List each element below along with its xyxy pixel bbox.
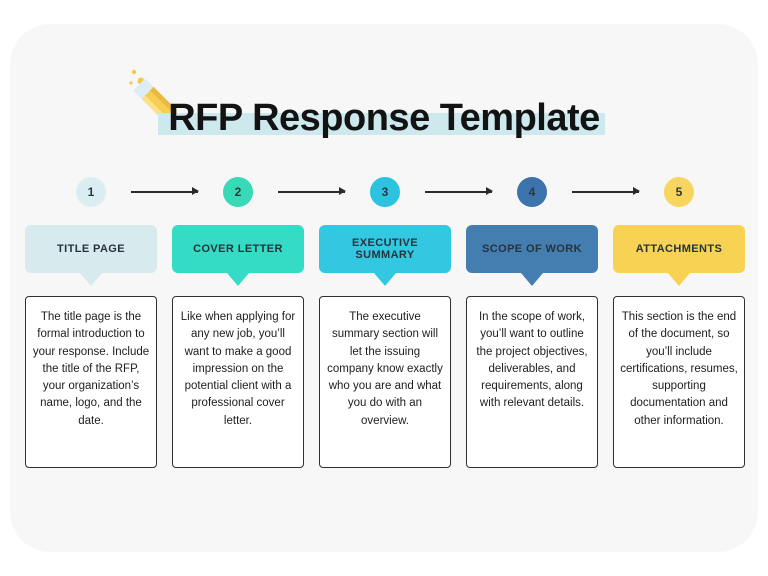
page-title: RFP Response Template — [158, 97, 605, 139]
step-description: The title page is the formal introductio… — [32, 311, 150, 427]
step-tab-label: COVER LETTER — [193, 243, 283, 255]
step-column-4: 4 SCOPE OF WORK In the scope of work, yo… — [466, 177, 598, 468]
step-tab: COVER LETTER — [172, 225, 304, 273]
step-tab: ATTACHMENTS — [613, 225, 745, 273]
sparkle-dot — [131, 69, 137, 75]
step-number-badge: 3 — [370, 177, 400, 207]
title-text: RFP Response Template — [168, 97, 600, 139]
step-tab-label: SCOPE OF WORK — [482, 243, 582, 255]
step-description-card: This section is the end of the document,… — [613, 296, 745, 468]
sparkle-dot — [129, 81, 133, 85]
step-number-badge: 2 — [223, 177, 253, 207]
step-column-3: 3 EXECUTIVE SUMMARY The executive summar… — [319, 177, 451, 468]
title-highlight — [158, 113, 605, 135]
step-number-badge: 4 — [517, 177, 547, 207]
flow-arrow-icon — [572, 188, 640, 194]
step-tab: SCOPE OF WORK — [466, 225, 598, 273]
step-description-card: In the scope of work, you’ll want to out… — [466, 296, 598, 468]
step-description: Like when applying for any new job, you’… — [180, 311, 296, 427]
step-column-5: 5 ATTACHMENTS This section is the end of… — [613, 177, 745, 468]
step-description-card: The title page is the formal introductio… — [25, 296, 157, 468]
step-tab-label: TITLE PAGE — [57, 243, 125, 255]
flow-arrow-icon — [278, 188, 346, 194]
step-tab-label: EXECUTIVE SUMMARY — [352, 237, 418, 261]
step-tab: TITLE PAGE — [25, 225, 157, 273]
flow-arrow-icon — [425, 188, 493, 194]
step-tab-label: ATTACHMENTS — [635, 243, 723, 255]
step-description: In the scope of work, you’ll want to out… — [476, 311, 588, 410]
step-column-1: 1 TITLE PAGE The title page is the forma… — [25, 177, 157, 468]
step-description: The executive summary section will let t… — [327, 311, 443, 427]
flow-arrow-icon — [131, 188, 199, 194]
step-description-card: Like when applying for any new job, you’… — [172, 296, 304, 468]
step-number-badge: 5 — [664, 177, 694, 207]
step-tab: EXECUTIVE SUMMARY — [319, 225, 451, 273]
step-description: This section is the end of the document,… — [620, 311, 738, 427]
step-number-badge: 1 — [76, 177, 106, 207]
header: RFP Response Template — [0, 99, 768, 137]
step-column-2: 2 COVER LETTER Like when applying for an… — [172, 177, 304, 468]
step-description-card: The executive summary section will let t… — [319, 296, 451, 468]
